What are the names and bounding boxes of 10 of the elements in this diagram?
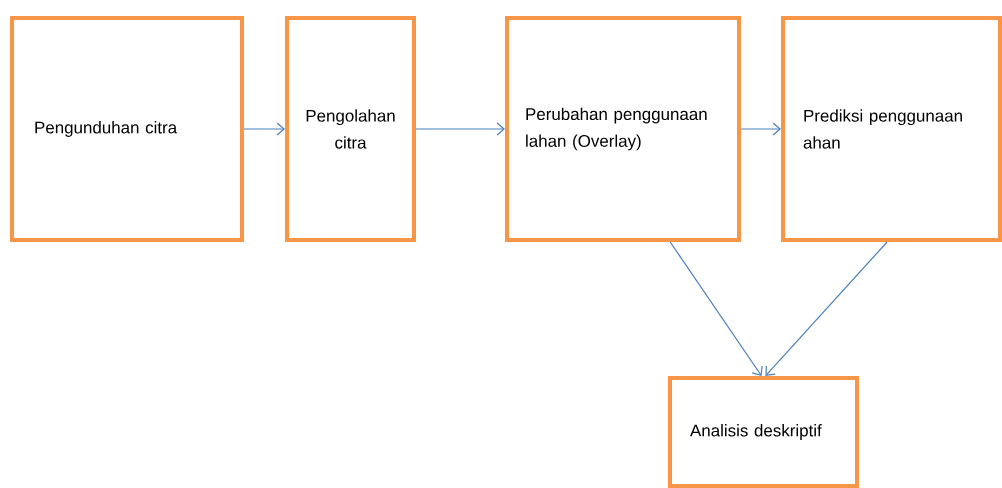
process-box: Perubahan penggunaan lahan (Overlay): [505, 16, 741, 242]
arrow: [669, 241, 763, 376]
process-box: Pengunduhan citra: [10, 16, 244, 242]
process-box: Prediksi penggunaan ahan: [781, 16, 1002, 242]
arrow: [740, 122, 781, 136]
process-box: Pengolahan citra: [285, 16, 416, 242]
arrow: [765, 241, 888, 376]
arrow: [415, 122, 505, 136]
arrow: [243, 122, 285, 136]
process-box: Analisis deskriptif: [668, 376, 859, 488]
